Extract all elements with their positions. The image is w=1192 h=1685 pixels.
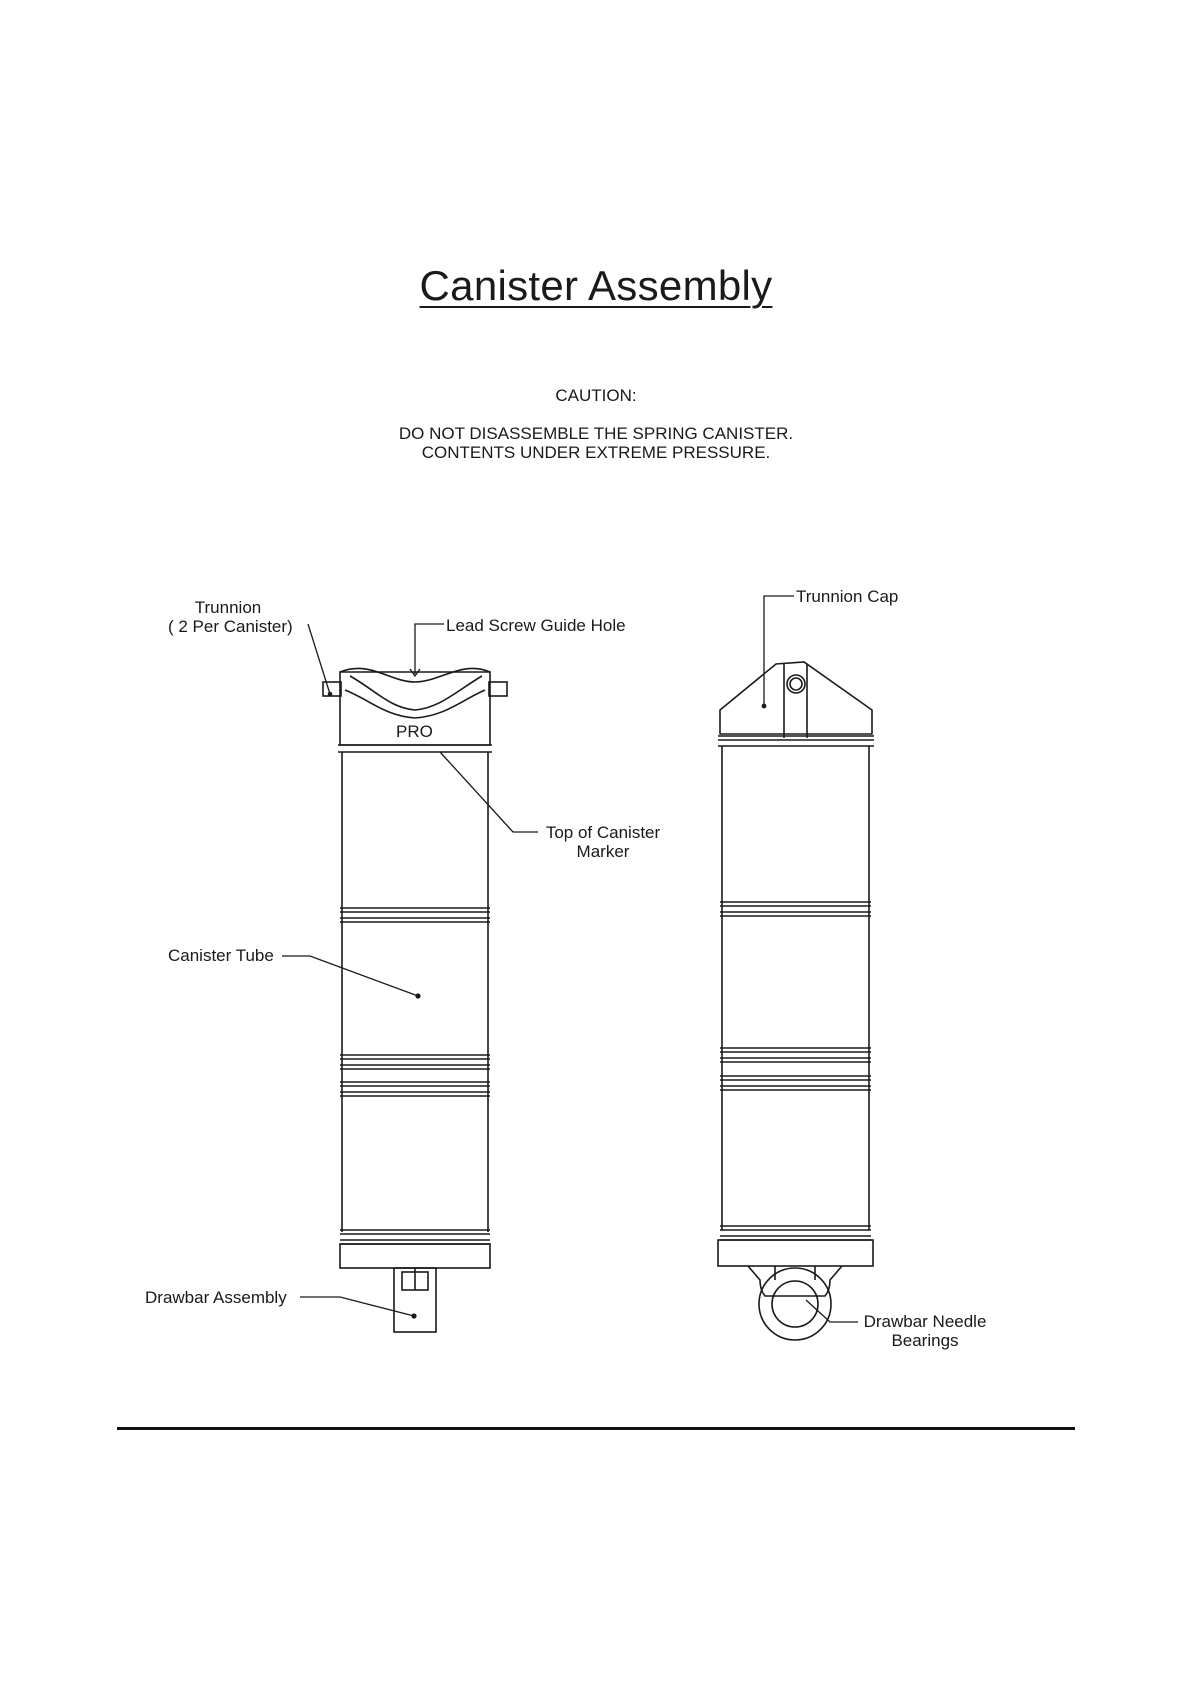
label-trunnion-cap: Trunnion Cap [796, 587, 898, 606]
label-trunnion-line-1: Trunnion [168, 598, 288, 617]
left-canister [323, 668, 507, 1332]
label-top-of-canister-marker: Top of Canister Marker [532, 823, 674, 861]
label-trunnion-line-2: ( 2 Per Canister) [168, 617, 288, 636]
label-drawbar-assembly: Drawbar Assembly [145, 1288, 287, 1307]
horizontal-rule [117, 1427, 1075, 1430]
left-bottom-cap [340, 1244, 490, 1268]
label-drawbar-needle-bearings: Drawbar Needle Bearings [856, 1312, 994, 1350]
leader-drawbar-assembly [300, 1297, 414, 1316]
label-drawbar-needle-line-1: Drawbar Needle [856, 1312, 994, 1331]
leader-canister-tube [282, 956, 418, 996]
leader-trunnion [308, 624, 330, 694]
label-pro-marker: PRO [396, 722, 433, 741]
label-top-of-canister-line-2: Marker [532, 842, 674, 861]
leader-lead-screw [415, 624, 444, 674]
leader-needle-bearings [806, 1300, 858, 1322]
label-drawbar-needle-line-2: Bearings [856, 1331, 994, 1350]
right-canister [718, 662, 874, 1340]
right-bottom-cap [718, 1240, 873, 1266]
label-top-of-canister-line-1: Top of Canister [532, 823, 674, 842]
trunnion-cap-part [720, 662, 872, 734]
label-lead-screw-guide-hole: Lead Screw Guide Hole [446, 616, 626, 635]
label-trunnion: Trunnion ( 2 Per Canister) [168, 598, 288, 636]
leader-lines [282, 596, 858, 1322]
label-canister-tube: Canister Tube [168, 946, 274, 965]
leader-top-marker [440, 752, 538, 832]
right-trunnion-pin [489, 682, 507, 696]
